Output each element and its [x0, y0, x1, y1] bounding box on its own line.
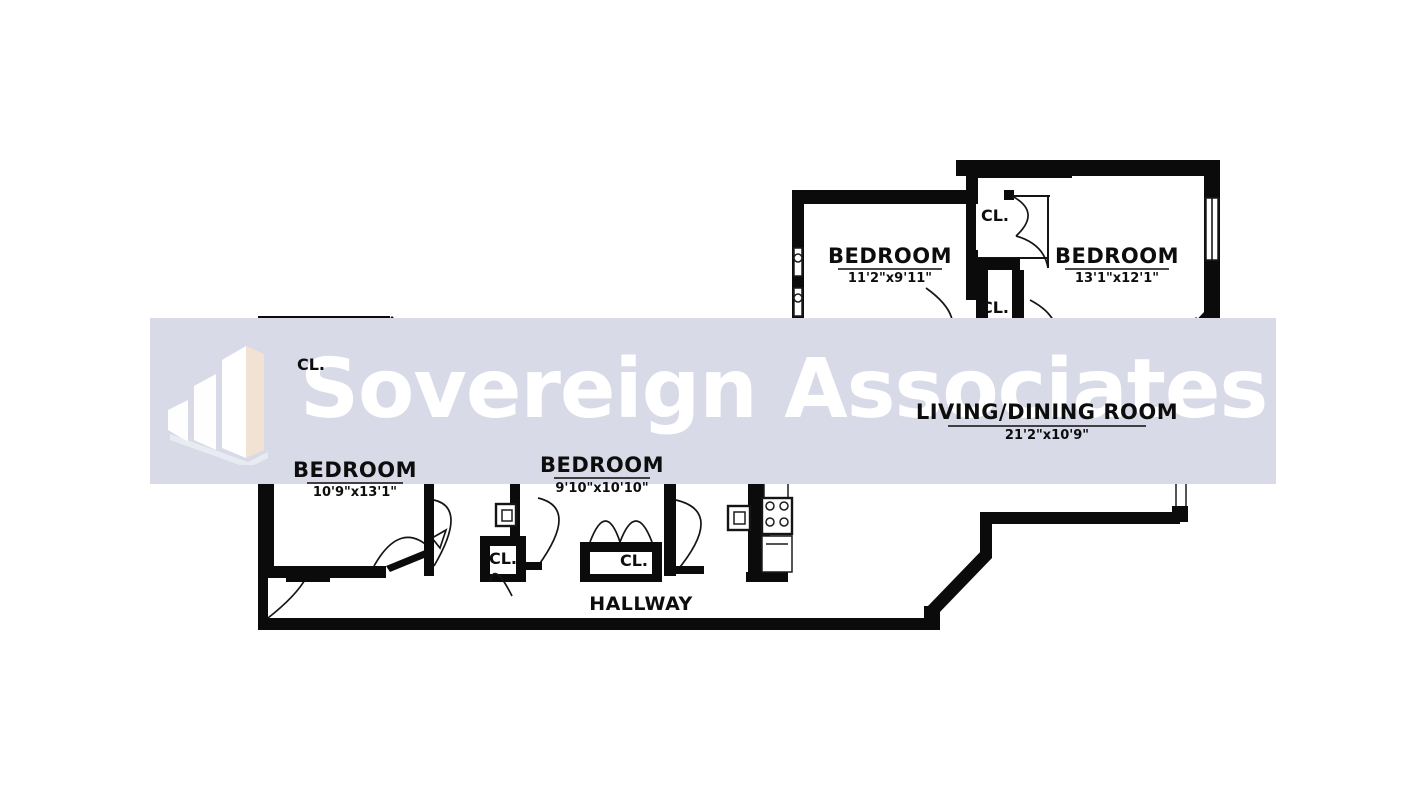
wall-closet-left-right — [344, 364, 354, 412]
bathtub-right — [678, 418, 750, 450]
wall-cl-mid-top — [580, 542, 662, 552]
wall-between-closets — [976, 258, 1020, 270]
wall-right-bed-top — [956, 160, 1218, 176]
door-swing-bath-right — [675, 499, 702, 573]
kitchen-refrigerator — [761, 535, 793, 573]
door-swing-cl-upnorth-b — [1015, 235, 1049, 269]
wall-mid-bedroom-top — [520, 380, 676, 390]
wall-cl-upsouth-left — [976, 268, 988, 350]
range-burner-3 — [765, 517, 775, 527]
wall-left-top — [258, 316, 390, 332]
range-burner-4 — [779, 517, 789, 527]
door-swing-closet-left-a — [283, 394, 315, 413]
wall-cl-mid-right — [652, 542, 662, 582]
door-leaf-bedroom-left — [386, 548, 434, 572]
wall-cl-upsouth-right — [1012, 270, 1024, 356]
window-angled-left — [390, 326, 433, 373]
wall-closet-left-side — [274, 332, 282, 394]
door-leaf-bath-right — [676, 566, 704, 574]
door-leaf-bedroom-mid — [520, 562, 542, 570]
door-leaf-entry — [286, 574, 330, 582]
kitchen-faucet — [765, 425, 775, 435]
window-mullion-2 — [793, 293, 803, 303]
wall-entry-jamb — [258, 578, 268, 622]
wall-bath1-top — [424, 380, 520, 390]
wall-bath2-right — [748, 384, 760, 580]
door-swing-bedroom-mid — [537, 497, 560, 567]
door-swing-cl-hallleft — [489, 572, 513, 597]
door-swing-bath-left — [433, 499, 452, 567]
door-swing-cl-mid-b — [619, 520, 653, 543]
toilet-tank-left — [501, 457, 519, 479]
wall-living-diagonal — [928, 548, 992, 614]
kitchen-counter — [763, 457, 789, 499]
wall-left-exterior — [258, 316, 274, 578]
wall-cl-mid-left — [580, 542, 590, 582]
wall-cl-mid-bottom — [580, 574, 662, 582]
wall-mid-bedroom-right — [664, 386, 676, 576]
wall-living-jog — [980, 512, 992, 558]
wall-living-diag-foot — [924, 606, 940, 630]
wall-hallway-south — [258, 618, 934, 630]
wall-right-bed-bottom — [1024, 344, 1174, 356]
wall-upper-bed-bottom — [792, 344, 948, 356]
wall-living-east-a — [1174, 370, 1188, 402]
wall-cl-upnorth-jamb — [966, 250, 978, 260]
door-arrow-bedroom-left — [430, 528, 448, 550]
range-burner-1 — [765, 501, 775, 511]
sink-bowl-left — [501, 509, 513, 522]
wall-cl-upnorth-hinge — [1004, 190, 1014, 200]
wall-upper-bed-top — [792, 190, 966, 204]
wall-cl-hallleft-bottom — [480, 574, 526, 582]
bathtub-left — [434, 418, 510, 450]
wall-cl-upsouth-bottom — [948, 344, 978, 356]
wall-kitchen-bottom — [746, 572, 788, 582]
wall-living-south — [980, 512, 1180, 524]
window-mullion-1 — [793, 253, 803, 263]
door-swing-entry — [267, 577, 307, 619]
door-swing-closet-left-b — [313, 394, 345, 413]
door-swing-cl-mid-a — [589, 520, 621, 543]
wall-cl-hallleft-left — [480, 536, 490, 582]
door-swing-cl-upnorth-a — [1011, 195, 1029, 237]
sink-bowl-right — [733, 511, 746, 525]
toilet-tank-right — [729, 461, 747, 483]
range-burner-2 — [779, 501, 789, 511]
wall-bath2-top — [676, 380, 760, 390]
wall-cl-hallleft-top — [480, 536, 524, 546]
window-living-2 — [1175, 449, 1187, 511]
wall-bath1-left — [424, 386, 434, 576]
wall-cl-hallleft-right — [516, 536, 526, 582]
wall-closet-left-jamb — [274, 406, 282, 414]
